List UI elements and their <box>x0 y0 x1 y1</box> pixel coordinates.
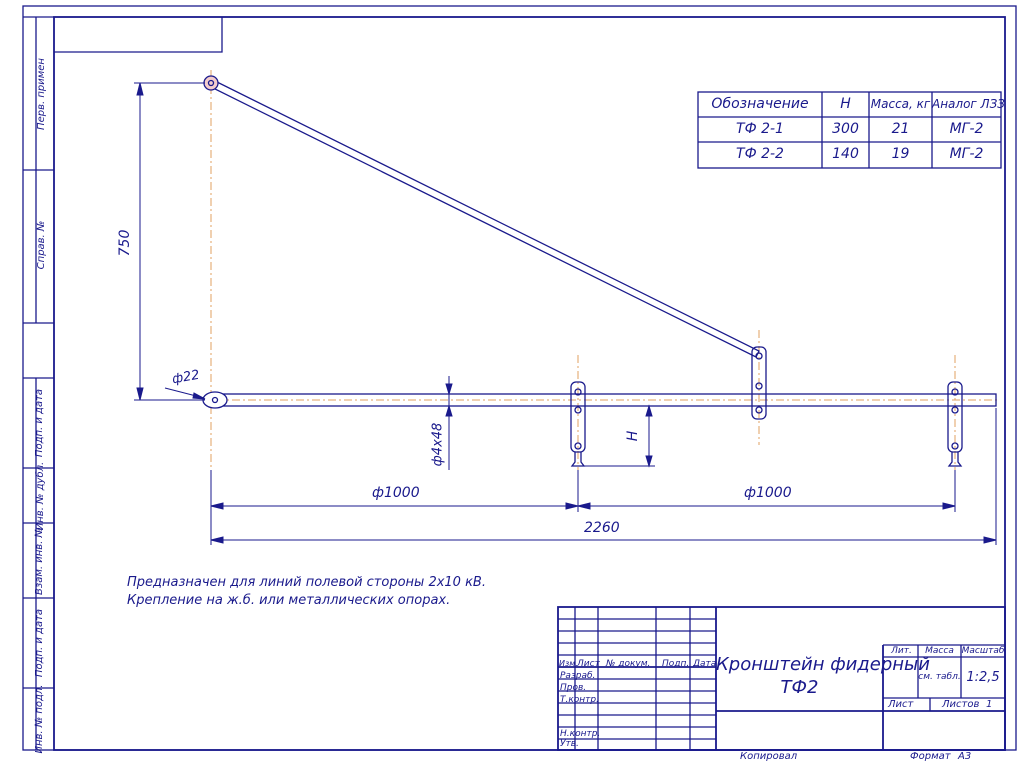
tb-nkontr: Н.контр. <box>560 729 601 739</box>
tb-massa-value: см. табл. <box>918 672 961 682</box>
diagonal-brace <box>208 79 760 358</box>
left-eye <box>202 391 228 409</box>
dimension-lines <box>134 82 997 545</box>
tb-utv: Утв. <box>560 739 579 749</box>
note-line-1: Предназначен для линий полевой стороны 2… <box>127 575 486 590</box>
table-cell: ТФ 2-1 <box>736 121 784 137</box>
clamp-3 <box>947 381 963 467</box>
dim-bar: ф4х48 <box>430 422 446 467</box>
center-lines <box>200 70 1000 540</box>
tb-prov: Пров. <box>560 683 587 693</box>
stamp-perv-primen: Перв. примен <box>36 58 47 130</box>
table-header-analog: Аналог ЛЗЗ <box>932 97 1005 111</box>
inner-frame <box>53 16 1006 751</box>
dim-span-left: ф1000 <box>372 485 420 501</box>
bracket-structure <box>202 75 997 467</box>
footer-format: Формат <box>910 751 951 762</box>
stamp-sprav: Справ. № <box>36 220 47 270</box>
tb-col-data: Дата <box>693 659 717 669</box>
tb-massa: Масса <box>925 646 954 656</box>
table-cell: 300 <box>832 121 859 137</box>
footer-kopiroval: Копировал <box>740 751 798 762</box>
dim-height: 750 <box>117 229 133 257</box>
tb-name-line-2: ТФ2 <box>780 677 819 698</box>
tb-col-docum: № докум. <box>606 659 651 669</box>
variants-table-grid <box>697 91 1002 169</box>
tb-listov-value: 1 <box>986 699 993 710</box>
table-header-massa: Масса, кг <box>870 97 931 111</box>
tb-name-line-1: Кронштейн фидерный <box>716 654 930 675</box>
tb-col-podp: Подп. <box>662 659 690 669</box>
dim-h: H <box>625 430 641 442</box>
top-eye <box>203 75 219 91</box>
tb-tkontr: Т.контр. <box>560 695 600 705</box>
clamp-2 <box>751 346 767 420</box>
stamp-inv-podl: Инв. № подл. <box>34 684 45 754</box>
table-cell: ТФ 2-2 <box>736 146 784 162</box>
tb-lit: Лит. <box>891 646 912 656</box>
clamp-1 <box>570 381 586 467</box>
title-block-grid <box>557 606 1006 751</box>
top-left-box <box>54 17 223 53</box>
table-cell: МГ-2 <box>949 121 984 137</box>
footer-format-value: А3 <box>958 751 972 762</box>
tb-col-izm: Изм. <box>559 659 578 668</box>
dim-span-right: ф1000 <box>744 485 792 501</box>
table-header-h: H <box>840 96 851 112</box>
note-line-2: Крепление на ж.б. или металлических опор… <box>127 593 451 608</box>
tb-list: Лист <box>888 699 914 710</box>
table-cell: МГ-2 <box>949 146 984 162</box>
table-cell: 19 <box>891 146 910 162</box>
tb-masshtab: Масштаб <box>961 646 1005 656</box>
tb-masshtab-value: 1:2,5 <box>966 670 1000 685</box>
tb-listov: Листов <box>942 699 980 710</box>
table-cell: 140 <box>832 146 859 162</box>
tb-razrab: Разраб. <box>560 671 596 681</box>
tb-col-list: Лист <box>577 659 600 669</box>
table-header-oboznachenie: Обозначение <box>711 96 809 112</box>
table-cell: 21 <box>891 121 910 137</box>
dim-total: 2260 <box>584 520 620 536</box>
